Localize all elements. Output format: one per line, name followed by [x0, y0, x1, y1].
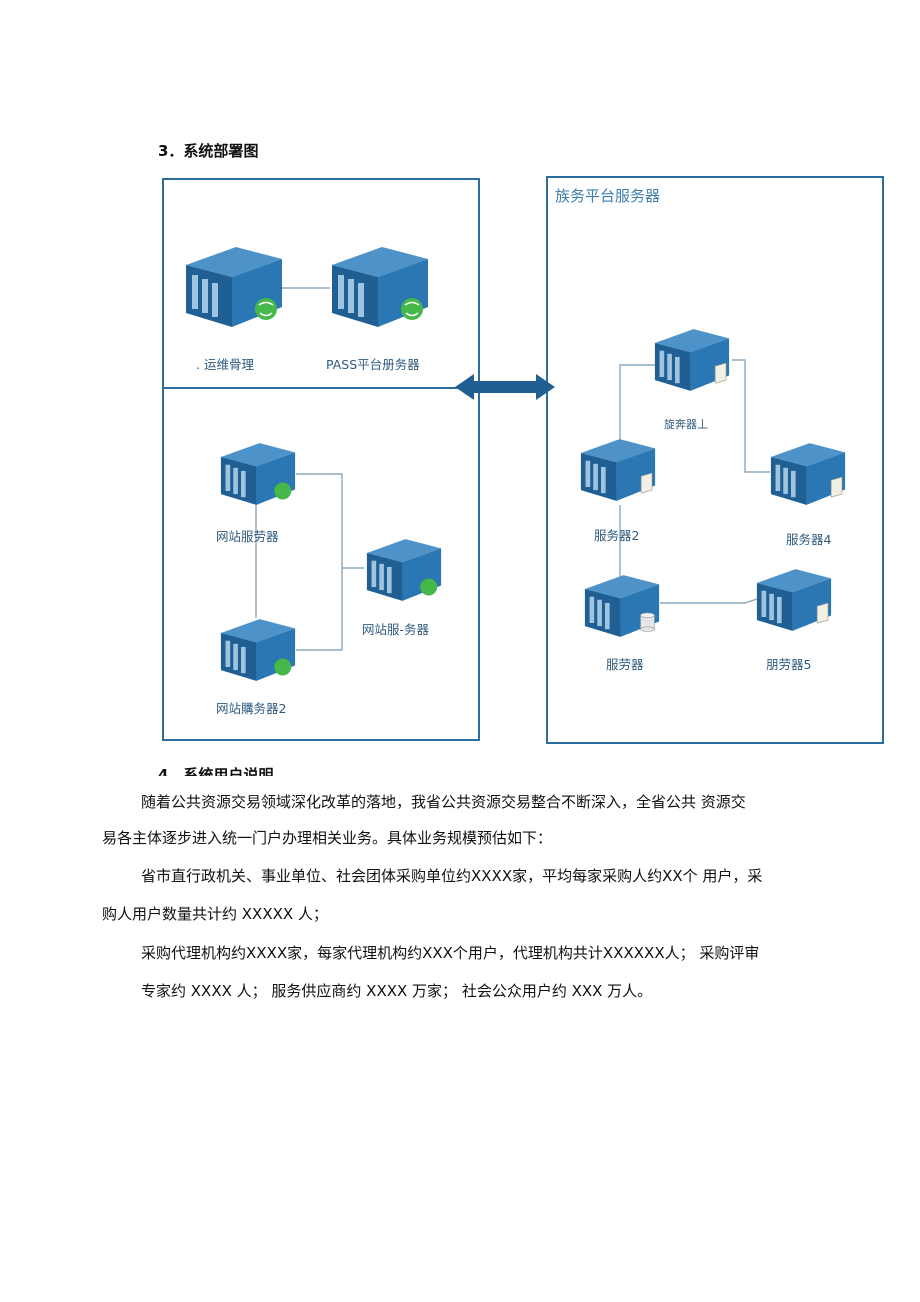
server-rack-icon: [186, 247, 282, 327]
paragraph-2-line-2: 购人用户数量共计约 XXXXX 人；: [102, 905, 328, 923]
connector-web-bracket: [296, 473, 343, 651]
server-rack-icon: [654, 329, 730, 391]
database-icon: [640, 612, 655, 632]
web-server-1-label: 网站服劳器: [216, 529, 279, 544]
server-1-label: 旋奔器丄: [664, 418, 708, 431]
left-panel-divider: [162, 387, 480, 389]
globe-icon: [420, 578, 438, 596]
right-panel-title: 族务平台服务器: [555, 187, 661, 205]
paragraph-3-line-2: 专家约 XXXX 人； 服务供应商约 XXXX 万家； 社会公众用户约 XXX …: [141, 982, 653, 1000]
server-4-label: 服务器4: [786, 532, 832, 547]
server-rack-icon: [332, 247, 428, 327]
server-rack-icon: [770, 443, 846, 505]
connector-s1-s2: [619, 364, 656, 442]
left-panel: [162, 178, 480, 741]
server-5-label: 朋劳器5: [766, 657, 812, 672]
pass-server-label: PASS平台册务器: [326, 357, 420, 372]
document-icon: [640, 472, 653, 494]
globe-icon: [401, 298, 423, 320]
document-icon: [714, 362, 727, 384]
paragraph-1-line-2: 易各主体逐步进入统一门户办理相关业务。具体业务规模预估如下：: [102, 829, 553, 847]
server-rack-icon: [580, 439, 656, 501]
right-panel: [546, 176, 884, 744]
server-3-label: 服劳器: [606, 657, 644, 672]
connector-s1-s4: [732, 359, 770, 473]
paragraph-2-line-1: 省市直行政机关、事业单位、社会团体采购单位约XXXX家，平均每家采购人约XX个 …: [141, 867, 763, 885]
paragraph-3-line-1: 采购代理机构约XXXX家，每家代理机构约XXX个用户，代理机构共计XXXXXX人…: [141, 944, 760, 962]
ops-server-label: . 运维骨理: [196, 357, 254, 372]
server-rack-icon: [220, 619, 296, 681]
globe-icon: [274, 482, 292, 500]
globe-icon: [255, 298, 277, 320]
server-rack-icon: [584, 575, 660, 637]
server-rack-icon: [756, 569, 832, 631]
web-server-mid-label: 网站服-务器: [362, 622, 430, 637]
server-rack-icon: [366, 539, 442, 601]
paragraph-1-line-1: 随着公共资源交易领域深化改革的落地，我省公共资源交易整合不断深入，全省公共 资源…: [141, 793, 746, 811]
web-server-2-label: 网站購务器2: [216, 701, 287, 716]
server-rack-icon: [220, 443, 296, 505]
document-icon: [830, 476, 843, 498]
connector-s3-s5: [660, 597, 761, 604]
server-2-label: 服务器2: [594, 528, 640, 543]
globe-icon: [274, 658, 292, 676]
section-4-heading: 4 系统用户说明: [158, 766, 274, 776]
document-icon: [816, 602, 829, 624]
double-arrow-icon: [455, 374, 555, 400]
section-3-heading: 3．系统部署图: [158, 142, 259, 160]
